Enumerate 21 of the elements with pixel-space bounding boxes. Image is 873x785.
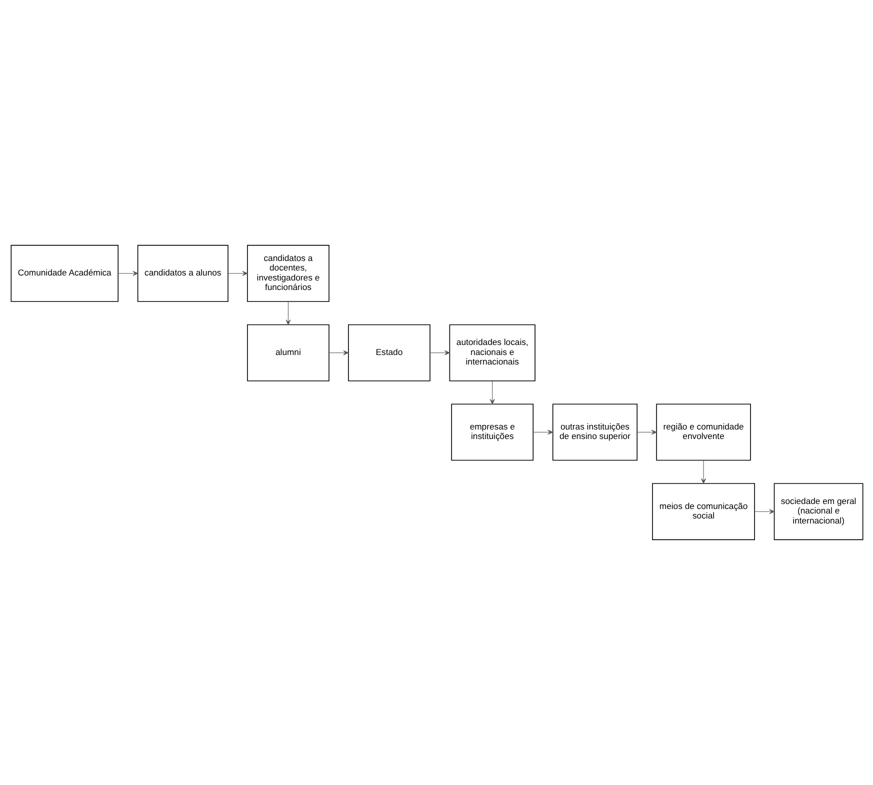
- node-box: candidatos a docentes, investigadores e funcionários: [246, 244, 329, 302]
- node-box: candidatos a alunos: [136, 244, 228, 302]
- arrow: [429, 350, 450, 356]
- node-box: região e comunidade envolvente: [656, 404, 750, 461]
- node-box: Comunidade Académica: [10, 244, 118, 302]
- node-box: alumni: [246, 324, 329, 382]
- arrow: [754, 509, 774, 514]
- arrow: [117, 270, 138, 276]
- arrow: [532, 430, 553, 435]
- node-box: outras instituições de ensino superior: [552, 404, 637, 461]
- node-box: Estado: [348, 324, 430, 382]
- arrow: [227, 270, 248, 276]
- node-box: sociedade em geral (nacional e internacional): [773, 483, 863, 540]
- node-box: empresas e instituições: [450, 404, 534, 461]
- node-box: meios de comunicação social: [652, 483, 754, 540]
- node-box: autoridades locais, nacionais e internacionais: [448, 324, 535, 382]
- arrow: [328, 350, 348, 356]
- arrow: [285, 301, 290, 325]
- arrow: [700, 460, 706, 484]
- arrow: [489, 380, 494, 404]
- arrow: [636, 430, 656, 435]
